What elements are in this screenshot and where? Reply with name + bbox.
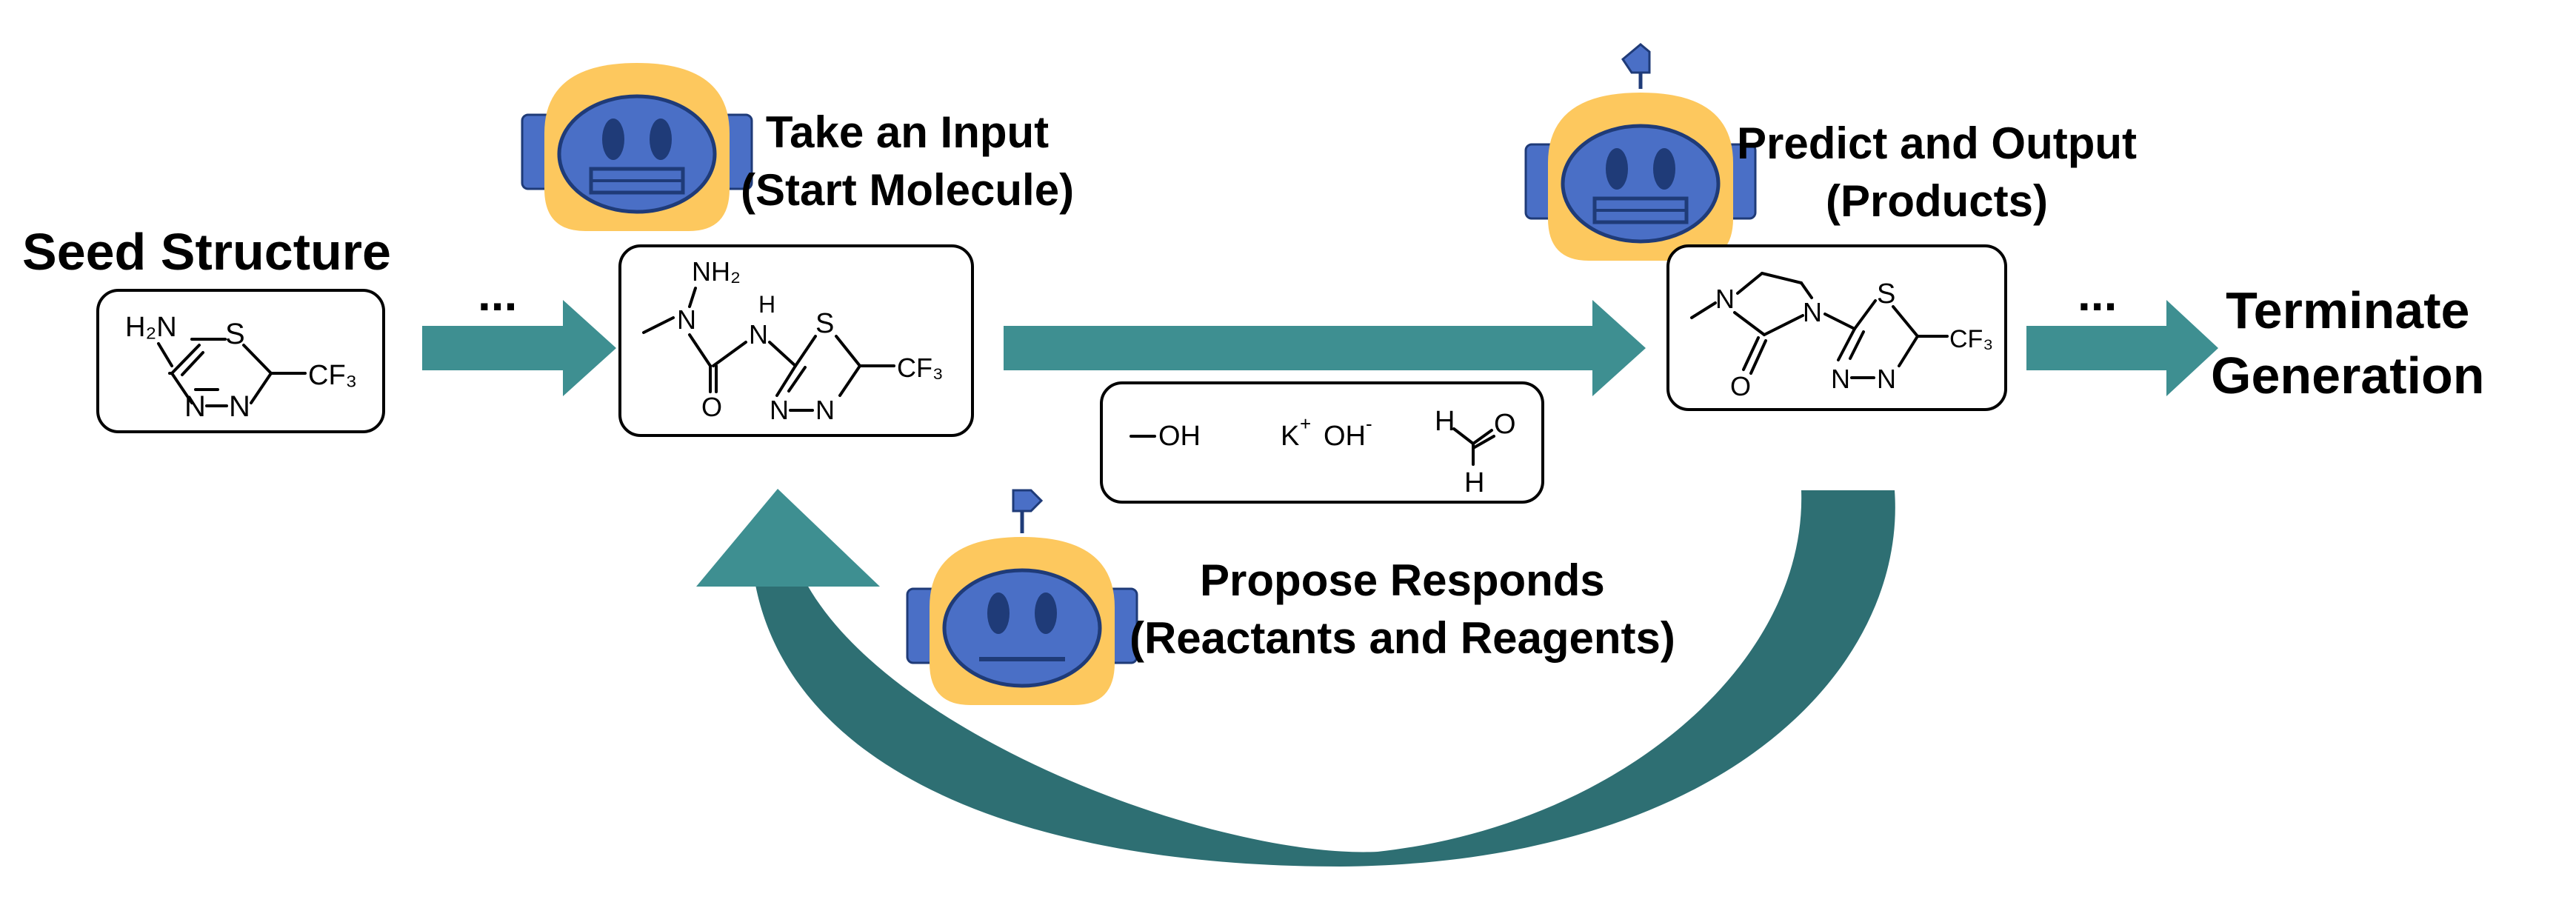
seed-structure-box: H₂N S N N CF₃ [96,289,385,433]
seed-n1: N [184,390,206,423]
robot-icon-propose [906,489,1138,705]
seed-molecule: H₂N S N N CF₃ [125,312,357,423]
product-n1: N [1715,284,1735,314]
start-nh-h: H [758,291,775,318]
terminate-line1: Terminate [2226,281,2470,339]
arrow-right-terminate [2026,300,2218,396]
arrow-right-icon [422,300,616,396]
seed-n2: N [229,390,250,423]
take-input-line1: Take an Input [765,107,1050,157]
reagent-formaldehyde-h1: H [1435,406,1455,437]
cycle-arrow-icon [696,489,1895,867]
product-n4: N [1877,364,1896,394]
terminate-line2: Generation [2211,347,2485,404]
cycle-arrow-body [755,490,1895,867]
take-input-line2: (Start Molecule) [741,165,1075,215]
reagent-methanol-oh: OH [1158,421,1201,452]
robot-icon-output [1524,43,1757,261]
ellipsis-right: ... [2078,267,2117,321]
start-n2: N [815,395,835,425]
predict-output-label: Predict and Output (Products) [1737,115,2137,230]
terminate-label: Terminate Generation [2211,278,2485,408]
start-o: O [701,392,722,422]
seed-structure-text: Seed Structure [22,223,391,281]
seed-s: S [225,318,245,350]
start-molecule-box: NH₂ N O H N S N N CF₃ [618,244,974,437]
reagents: OH K + OH - H O H [1129,406,1516,498]
start-cf3: CF₃ [897,353,944,383]
product-box: N N O S N N CF₃ [1666,244,2007,411]
product-molecule: N N O S N N CF₃ [1690,272,1993,401]
ellipsis-left-text: ... [478,267,518,321]
start-n1: N [770,395,789,425]
seed-structure-label: Seed Structure [22,222,391,281]
take-input-label: Take an Input (Start Molecule) [741,104,1074,219]
predict-line1: Predict and Output [1737,118,2137,168]
cycle-arrow-head [696,489,880,587]
start-n: N [677,304,696,335]
robot-icon-input [521,63,753,231]
ellipsis-left: ... [478,267,517,321]
propose-line2: (Reactants and Reagents) [1129,613,1675,663]
product-n3: N [1831,364,1850,394]
product-n2: N [1803,297,1822,327]
reagent-k-plus: + [1300,413,1311,435]
seed-nh2: H₂N [125,312,177,343]
reagents-box: OH K + OH - H O H [1100,381,1544,504]
product-cf3: CF₃ [1949,325,1993,353]
reagent-formaldehyde-o: O [1494,409,1516,440]
start-nh-n: N [749,319,768,350]
reagent-oh: OH [1324,421,1366,452]
start-s: S [815,308,834,339]
predict-line2: (Products) [1826,176,2048,226]
propose-responds-label: Propose Responds (Reactants and Reagents… [1129,552,1675,667]
reagent-k: K [1281,421,1299,452]
ellipsis-right-text: ... [2078,267,2118,321]
seed-cf3: CF₃ [308,360,357,391]
arrow-right-main [1004,300,1646,396]
reagent-formaldehyde-h2: H [1464,467,1484,498]
propose-line1: Propose Responds [1200,555,1605,605]
product-s: S [1877,278,1895,310]
reagent-oh-minus: - [1366,413,1372,435]
start-molecule: NH₂ N O H N S N N CF₃ [642,256,944,425]
start-nh2: NH₂ [692,256,741,287]
product-o: O [1730,371,1751,401]
